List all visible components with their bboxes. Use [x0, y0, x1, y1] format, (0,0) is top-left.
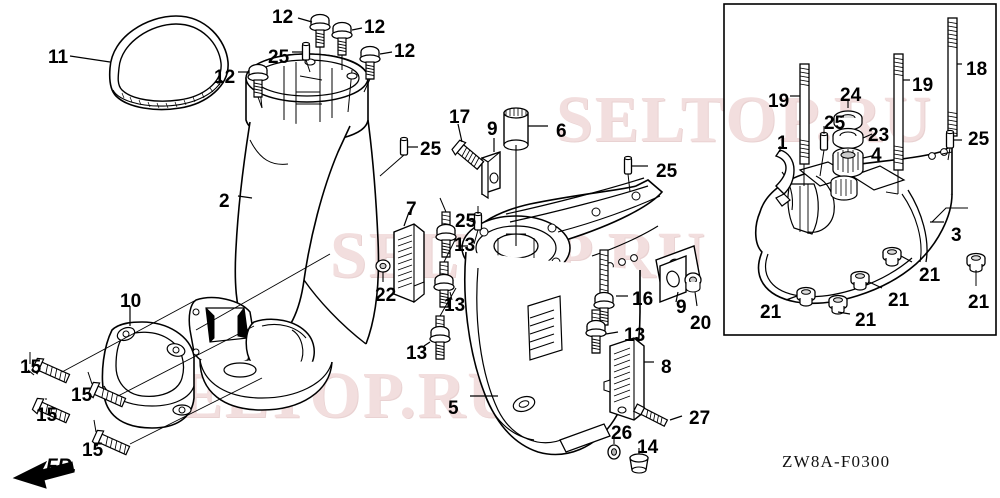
- part-16-bolt: [593, 249, 615, 326]
- part-5-gear-case: [461, 177, 701, 456]
- callout-6: 6: [556, 121, 567, 142]
- callout-2: 2: [219, 191, 230, 212]
- front-direction-arrow: [12, 460, 75, 489]
- callout-19: 19: [912, 75, 934, 96]
- callout-5: 5: [448, 398, 459, 419]
- callout-13: 13: [406, 343, 428, 364]
- part-24-seal: [833, 100, 863, 131]
- callout-27: 27: [689, 408, 711, 429]
- part-1-link: [774, 146, 795, 207]
- callout-9: 9: [676, 297, 687, 318]
- part-22-nut: [375, 259, 391, 282]
- callout-15: 15: [20, 357, 42, 378]
- part-27-screw: [632, 403, 669, 428]
- part-9-mount-upper: [481, 138, 501, 200]
- callout-12: 12: [272, 7, 294, 28]
- part-3-gear-case: [754, 144, 968, 305]
- part-4-collar: [832, 147, 873, 178]
- callout-21: 21: [968, 292, 990, 313]
- callout-21: 21: [919, 265, 941, 286]
- callout-23: 23: [868, 125, 890, 146]
- callout-13: 13: [454, 235, 476, 256]
- callout-9: 9: [487, 119, 498, 140]
- fastener-21-group: [785, 246, 986, 315]
- callout-12: 12: [394, 41, 416, 62]
- callout-7: 7: [406, 199, 417, 220]
- part-4-collar-installed: [830, 175, 858, 201]
- callout-25: 25: [420, 139, 442, 160]
- callout-10: 10: [120, 291, 142, 312]
- fastener-25-group: [292, 41, 648, 245]
- callout-21: 21: [760, 302, 782, 323]
- callout-13: 13: [444, 295, 466, 316]
- callout-21: 21: [888, 290, 910, 311]
- part-23-bearing: [832, 127, 873, 150]
- part-20-nut: [684, 272, 702, 307]
- inset-frame: [723, 3, 997, 336]
- part-8-anode-bar: [603, 337, 654, 421]
- callout-1: 1: [777, 133, 788, 154]
- part-26-washer: [607, 438, 621, 460]
- fastener-15-group: [27, 352, 131, 456]
- part-11-gasket: [69, 15, 229, 111]
- part-9-mount-lower: [659, 254, 687, 304]
- fastener-12-group: [238, 13, 393, 109]
- callout-24: 24: [840, 85, 862, 106]
- callout-3: 3: [951, 225, 962, 246]
- callout-11: 11: [48, 47, 69, 68]
- part-19-stud-group: [790, 53, 910, 194]
- callout-17: 17: [449, 107, 471, 128]
- callout-25: 25: [968, 129, 990, 150]
- part-17-bolt: [451, 139, 485, 171]
- callout-4: 4: [871, 145, 882, 166]
- callout-25: 25: [268, 47, 290, 68]
- diagram-code: ZW8A-F0300: [782, 452, 891, 471]
- callout-8: 8: [661, 357, 672, 378]
- part-14-plug: [629, 448, 649, 474]
- part-7-anode-plate: [393, 211, 425, 304]
- callout-15: 15: [36, 405, 58, 426]
- fastener-13-group: [423, 197, 619, 360]
- callout-22: 22: [375, 285, 397, 306]
- callout-12: 12: [364, 17, 386, 38]
- callout-13: 13: [624, 325, 646, 346]
- callout-25: 25: [656, 161, 678, 182]
- callout-26: 26: [611, 423, 633, 444]
- callout-14: 14: [637, 437, 659, 458]
- callout-16: 16: [632, 289, 654, 310]
- part-10-guard: [101, 306, 195, 429]
- fastener-25-inset-group: [819, 126, 962, 177]
- callout-25: 25: [455, 211, 477, 232]
- callout-25: 25: [824, 113, 846, 134]
- front-direction-label: FR.: [46, 456, 77, 477]
- callout-21: 21: [855, 310, 877, 331]
- callout-18: 18: [966, 59, 988, 80]
- callout-19: 19: [768, 91, 790, 112]
- callout-15: 15: [71, 385, 93, 406]
- callout-15: 15: [82, 440, 104, 461]
- callout-20: 20: [690, 313, 712, 334]
- part-6-sleeve: [503, 107, 548, 246]
- part-2-extension-case: [188, 53, 380, 411]
- callout-12: 12: [214, 67, 236, 88]
